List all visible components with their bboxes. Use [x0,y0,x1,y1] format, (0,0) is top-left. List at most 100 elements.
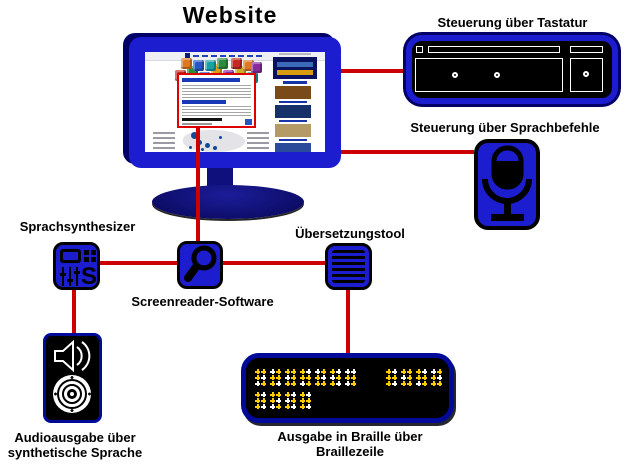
braille-dot [291,392,296,397]
braille-dot [386,381,391,386]
sidebar-meta-text [279,53,311,55]
cube-graphic [181,58,192,69]
braille-cell [300,392,311,409]
diagram-title: Website [182,2,278,28]
braille-dot [300,369,305,374]
magnifier-glyph [184,245,217,282]
connector-synth-speaker [72,288,76,334]
braille-dot [261,392,266,397]
article-paragraph-1 [182,85,251,98]
braille-dot [306,392,311,397]
monitor-stand-base [152,185,304,219]
braille-dot [276,375,281,380]
synthesizer-icon: S [53,242,100,290]
braille-gap [360,369,382,386]
synth-slider [62,267,64,286]
braille-dot [437,375,442,380]
synth-button [91,250,96,255]
translation-label: Übersetzungstool [295,226,405,241]
screenreader-icon [177,241,223,289]
braille-dot [270,404,275,409]
news-caption [279,120,307,122]
audio-output-label: Audioausgabe über synthetische Sprache [7,430,143,460]
braille-dot [276,398,281,403]
connector-website-screenreader [196,126,200,246]
braille-dot [386,369,391,374]
braille-dot [291,369,296,374]
keyboard-indicator [452,72,458,78]
keyboard-numpad [570,58,603,92]
website-sidebar [273,52,319,152]
synth-slider-knob [60,273,66,276]
braille-dot [401,369,406,374]
synth-letter: S [81,263,98,290]
braille-dot [401,381,406,386]
promo-button-orange [277,70,313,75]
synth-display-screen [63,252,78,260]
keyboard-function-row [428,46,560,53]
article-link-bold [182,118,222,121]
map-dot [191,132,198,139]
connector-synth-screenreader [100,261,177,265]
keyboard-key-esc [416,46,423,53]
braille-dot [431,369,436,374]
website-form-labels [153,132,175,150]
keyboard-indicator [583,71,589,77]
braille-cell [300,369,311,386]
braille-dot [300,381,305,386]
speaker-icon [43,333,102,423]
braille-dot [315,369,320,374]
synth-button [91,257,96,262]
braille-dot [422,369,427,374]
braille-cell [401,369,412,386]
braille-dot [300,404,305,409]
braille-row-1 [255,369,442,386]
braille-dot [285,381,290,386]
speaker-glyph [53,339,91,413]
keyboard-icon [406,35,618,104]
braille-cell [270,369,281,386]
cube-graphic [231,58,242,69]
braille-dot [285,375,290,380]
news-thumbnail [275,86,311,99]
article-paragraph-2 [182,106,251,117]
microphone-icon [474,139,540,230]
braille-dot [261,398,266,403]
website-nav-links [193,55,265,57]
map-dot [219,136,222,139]
sidebar-heading [283,81,307,84]
braille-row-2 [255,392,311,409]
website-logo [185,53,190,58]
braille-dot [336,369,341,374]
braille-dot [285,369,290,374]
news-thumbnail [275,143,311,152]
braille-dot [321,375,326,380]
monitor-stand-neck [207,166,233,189]
braille-dot [255,381,260,386]
braille-dot [306,375,311,380]
translation-icon [325,243,372,290]
braille-dot [431,381,436,386]
braille-dot [330,375,335,380]
text-lines-glyph [332,250,365,283]
braille-dot [276,381,281,386]
braille-dot [255,404,260,409]
braille-dot [315,381,320,386]
connector-monitor-keyboard [341,69,406,73]
map-dot [189,146,192,149]
braille-cell [285,369,296,386]
braille-dot [386,375,391,380]
braille-dot [330,381,335,386]
website-highlight-box [177,73,256,128]
cube-graphic [243,60,254,71]
website-stats-labels [247,132,269,150]
connector-translation-braille [346,288,350,354]
braille-dot [306,398,311,403]
braille-dot [306,381,311,386]
braille-dot [351,381,356,386]
braille-dot [255,375,260,380]
braille-dot [261,375,266,380]
braille-dot [392,369,397,374]
braille-dot [351,369,356,374]
braille-dot [315,375,320,380]
